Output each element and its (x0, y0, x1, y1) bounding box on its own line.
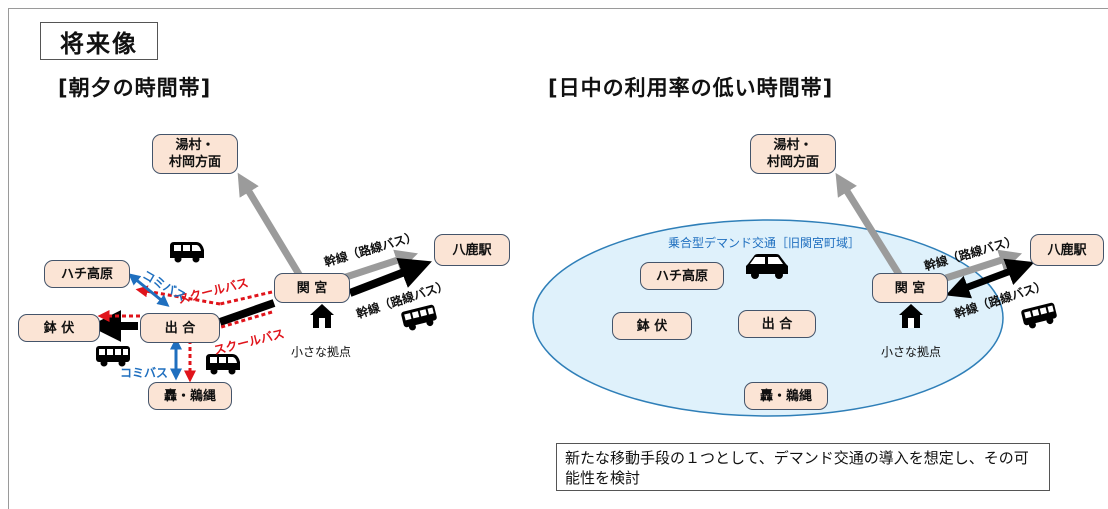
node-yumura-right-label: 湯村・ 村岡方面 (766, 138, 819, 170)
bus-icon (1020, 302, 1059, 331)
frame-top-line (8, 8, 1108, 9)
bus-icon (400, 304, 439, 333)
node-yoka-right: 八鹿駅 (1030, 234, 1104, 266)
node-todoroki-left: 轟・鵜縄 (148, 382, 232, 410)
node-yoka-left-label: 八鹿駅 (452, 242, 492, 258)
frame-left-line (8, 8, 9, 509)
node-yumura-right: 湯村・ 村岡方面 (750, 134, 836, 174)
node-hachibuse-right-label: 鉢 伏 (636, 318, 668, 334)
node-hachi-left: ハチ高原 (44, 260, 130, 288)
right-vehicle-icons (746, 254, 1059, 331)
node-sekinomiya-left-label: 関 宮 (296, 280, 328, 296)
node-deai-left-label: 出 合 (164, 320, 196, 336)
node-todoroki-left-label: 轟・鵜縄 (163, 388, 216, 404)
node-sekinomiya-left: 関 宮 (274, 273, 350, 303)
node-hachibuse-left-label: 鉢 伏 (43, 320, 75, 336)
node-hachibuse-right: 鉢 伏 (612, 312, 692, 340)
node-deai-left: 出 合 (140, 313, 220, 343)
node-sekinomiya-right: 関 宮 (872, 273, 948, 303)
node-hachibuse-left: 鉢 伏 (18, 314, 100, 342)
node-yoka-left: 八鹿駅 (434, 234, 510, 266)
node-sekinomiya-right-label: 関 宮 (894, 280, 926, 296)
car-icon (746, 254, 788, 279)
left-section-heading: [朝夕の時間帯] (58, 76, 212, 100)
node-hachi-right: ハチ高原 (640, 262, 724, 290)
note-box: 新たな移動手段の１つとして、デマンド交通の導入を想定し、その可能性を検討 (556, 443, 1050, 491)
page-title: 将来像 (40, 22, 158, 60)
node-deai-right: 出 合 (738, 310, 816, 338)
node-hachi-left-label: ハチ高原 (60, 266, 113, 282)
node-todoroki-right-label: 轟・鵜縄 (759, 388, 812, 404)
house-icon (310, 304, 334, 328)
label-community-bus-2: コミバス (120, 366, 169, 380)
label-demand-area: 乗合型デマンド交通［旧関宮町域］ (668, 236, 861, 250)
right-section-heading: [日中の利用率の低い時間帯] (548, 76, 834, 100)
node-yumura-left: 湯村・ 村岡方面 (152, 134, 238, 174)
right-arrows (835, 172, 1035, 299)
node-hachi-right-label: ハチ高原 (655, 268, 708, 284)
node-todoroki-right: 轟・鵜縄 (744, 382, 828, 410)
label-small-base-left: 小さな拠点 (291, 345, 352, 359)
node-deai-right-label: 出 合 (761, 316, 793, 332)
van-icon (206, 354, 240, 375)
van-icon (170, 242, 204, 263)
label-small-base-right: 小さな拠点 (881, 345, 942, 359)
node-yoka-right-label: 八鹿駅 (1047, 242, 1087, 258)
node-yumura-left-label: 湯村・ 村岡方面 (168, 138, 221, 170)
left-arrows (89, 172, 432, 383)
